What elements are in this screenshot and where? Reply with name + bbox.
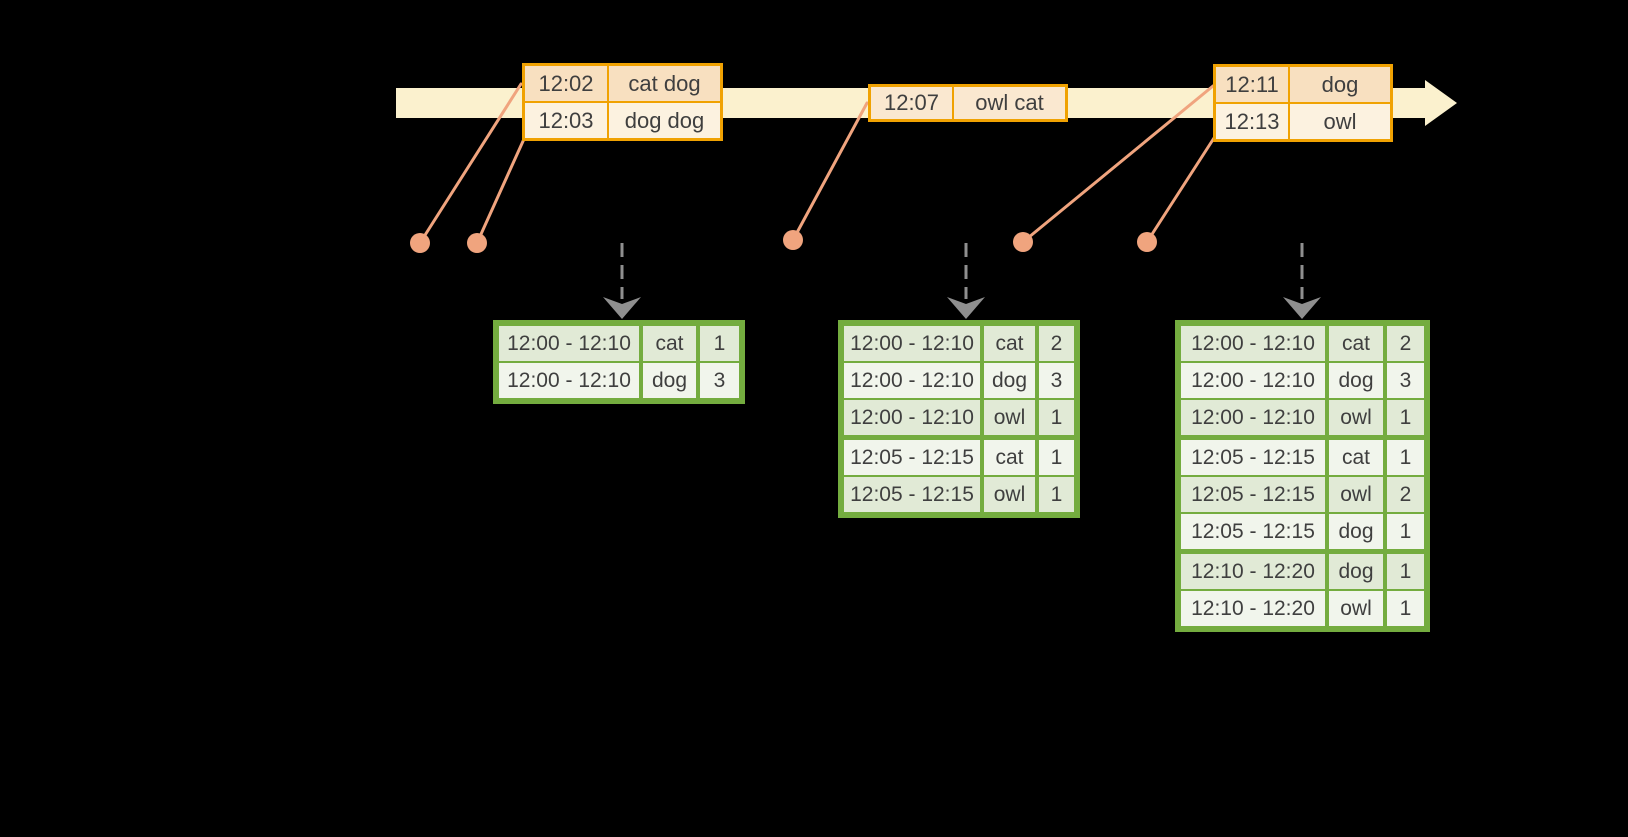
- window-cell: 12:05 - 12:15: [1181, 440, 1325, 475]
- window-cell: 12:00 - 12:10: [844, 326, 980, 361]
- event-time-cell: 12:07: [871, 87, 952, 119]
- event-time-cell: 12:02: [525, 66, 607, 101]
- trigger-arrow: [947, 243, 985, 319]
- event-time-cell: 12:11: [1216, 67, 1288, 102]
- count-cell: 3: [1387, 363, 1424, 398]
- window-cell: 12:05 - 12:15: [1181, 514, 1325, 549]
- window-cell: 12:00 - 12:10: [499, 326, 639, 361]
- count-cell: 1: [700, 326, 739, 361]
- count-cell: 1: [1039, 400, 1074, 435]
- count-cell: 1: [1387, 440, 1424, 475]
- event-connector-line: [1021, 84, 1215, 244]
- event-dot: [783, 230, 803, 250]
- event-connector-line: [418, 82, 523, 245]
- window-cell: 12:10 - 12:20: [1181, 591, 1325, 626]
- window-cell: 12:10 - 12:20: [1181, 554, 1325, 589]
- word-cell: cat: [984, 326, 1035, 361]
- count-cell: 3: [700, 363, 739, 398]
- word-cell: owl: [984, 400, 1035, 435]
- window-cell: 12:00 - 12:10: [844, 400, 980, 435]
- word-cell: dog: [984, 363, 1035, 398]
- count-cell: 1: [1039, 440, 1074, 475]
- word-cell: owl: [1329, 400, 1383, 435]
- window-cell: 12:00 - 12:10: [1181, 326, 1325, 361]
- event-words-cell: dog: [1290, 67, 1390, 102]
- window-cell: 12:00 - 12:10: [844, 363, 980, 398]
- event-words-cell: cat dog: [609, 66, 720, 101]
- event-connector-line: [475, 137, 526, 245]
- word-cell: owl: [1329, 591, 1383, 626]
- window-cell: 12:05 - 12:15: [844, 477, 980, 512]
- event-time-cell: 12:13: [1216, 104, 1288, 139]
- count-cell: 1: [1387, 554, 1424, 589]
- count-cell: 2: [1039, 326, 1074, 361]
- window-cell: 12:00 - 12:10: [1181, 363, 1325, 398]
- count-cell: 3: [1039, 363, 1074, 398]
- event-time-cell: 12:03: [525, 103, 607, 138]
- count-cell: 2: [1387, 477, 1424, 512]
- event-words-cell: dog dog: [609, 103, 720, 138]
- event-words-cell: owl: [1290, 104, 1390, 139]
- event-dot: [467, 233, 487, 253]
- word-cell: cat: [984, 440, 1035, 475]
- event-dot: [1013, 232, 1033, 252]
- window-cell: 12:05 - 12:15: [1181, 477, 1325, 512]
- word-cell: dog: [1329, 363, 1383, 398]
- event-dot: [1137, 232, 1157, 252]
- word-cell: cat: [1329, 326, 1383, 361]
- window-cell: 12:05 - 12:15: [844, 440, 980, 475]
- word-cell: cat: [643, 326, 696, 361]
- count-cell: 1: [1039, 477, 1074, 512]
- word-cell: owl: [1329, 477, 1383, 512]
- event-words-cell: owl cat: [954, 87, 1065, 119]
- word-cell: dog: [643, 363, 696, 398]
- trigger-arrow: [1283, 243, 1321, 319]
- word-cell: owl: [984, 477, 1035, 512]
- count-cell: 2: [1387, 326, 1424, 361]
- word-cell: dog: [1329, 554, 1383, 589]
- window-cell: 12:00 - 12:10: [1181, 400, 1325, 435]
- event-connector-line: [1145, 136, 1216, 244]
- count-cell: 1: [1387, 514, 1424, 549]
- window-cell: 12:00 - 12:10: [499, 363, 639, 398]
- trigger-arrow: [603, 243, 641, 319]
- word-cell: dog: [1329, 514, 1383, 549]
- event-connector-line: [791, 101, 869, 242]
- word-cell: cat: [1329, 440, 1383, 475]
- event-dot: [410, 233, 430, 253]
- count-cell: 1: [1387, 400, 1424, 435]
- count-cell: 1: [1387, 591, 1424, 626]
